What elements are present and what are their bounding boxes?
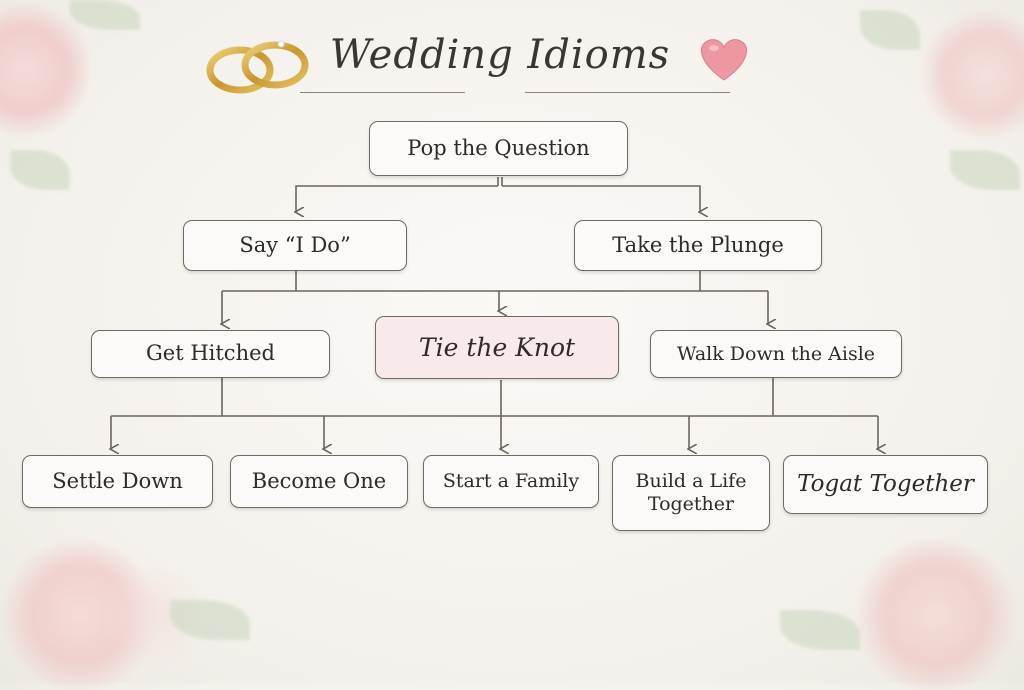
- node-build-a-life-together: Build a Life Together: [612, 455, 770, 531]
- connector-pop-split: [497, 177, 503, 186]
- node-pop-the-question: Pop the Question: [369, 121, 628, 176]
- node-start-a-family: Start a Family: [423, 455, 599, 508]
- node-tie-the-knot: Tie the Knot: [375, 316, 619, 379]
- title-underline-left: [300, 92, 465, 93]
- node-settle-down: Settle Down: [22, 455, 213, 508]
- node-say-i-do: Say “I Do”: [183, 220, 407, 271]
- node-become-one: Become One: [230, 455, 408, 508]
- connector-to-take-the-plunge: [502, 185, 700, 212]
- node-take-the-plunge: Take the Plunge: [574, 220, 822, 271]
- title-area: Wedding Idioms: [0, 18, 1024, 108]
- title-underline-right: [525, 92, 730, 93]
- node-walk-down-the-aisle: Walk Down the Aisle: [650, 330, 902, 378]
- page-title: Wedding Idioms: [329, 32, 671, 78]
- rose-bottom-right: [850, 540, 1020, 690]
- rose-top-right: [920, 10, 1024, 140]
- connector-level3-bus: [111, 378, 878, 417]
- connector-level2-bus: [222, 271, 768, 292]
- node-get-hitched: Get Hitched: [91, 330, 330, 378]
- connector-to-say-i-do: [296, 185, 498, 212]
- heart-icon: [701, 39, 747, 81]
- wedding-rings-icon: [206, 40, 309, 94]
- node-togat-together: Togat Together: [783, 455, 988, 514]
